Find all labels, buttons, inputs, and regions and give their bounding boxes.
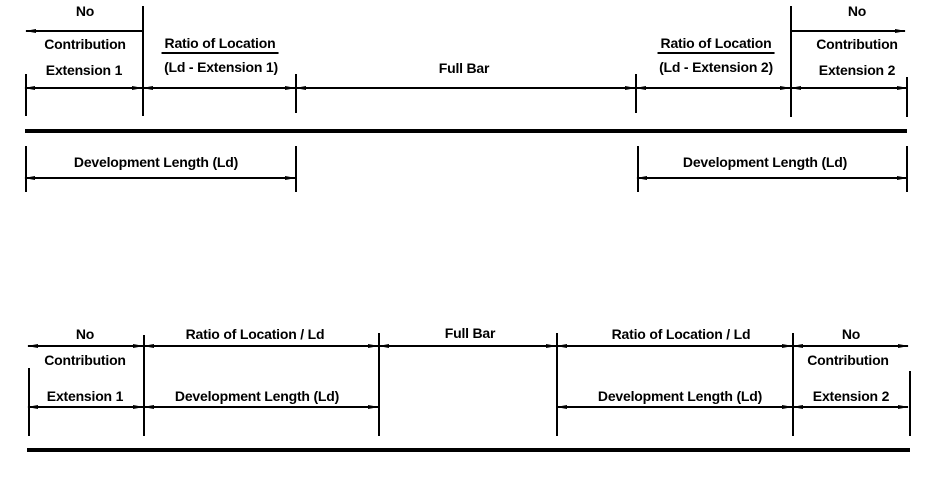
bottom-contribution-left-label: Contribution bbox=[44, 352, 126, 368]
bottom-boundary-line-3 bbox=[556, 333, 558, 436]
bottom-dim-dev-length-left bbox=[143, 404, 379, 409]
bottom-dim-extension-1 bbox=[27, 404, 144, 409]
top-dev-length-left-label: Development Length (Ld) bbox=[73, 154, 239, 170]
bottom-dim-ratio-left bbox=[143, 343, 379, 348]
top-no-left-label: No bbox=[75, 3, 95, 19]
top-devlen-ext-left-2 bbox=[295, 146, 297, 192]
top-dim-ratio-right bbox=[635, 85, 791, 90]
top-contribution-left-label: Contribution bbox=[44, 36, 126, 52]
top-full-bar-label: Full Bar bbox=[438, 60, 490, 76]
top-extension-1-label: Extension 1 bbox=[45, 62, 123, 78]
top-devlen-ext-right-1 bbox=[637, 146, 639, 192]
top-ext-line-mid-left bbox=[295, 74, 297, 113]
top-no-contribution-leader-left bbox=[25, 28, 142, 33]
bottom-dim-no-contribution-right bbox=[792, 343, 909, 348]
bottom-dev-length-left-label: Development Length (Ld) bbox=[174, 388, 340, 404]
bottom-full-bar-label: Full Bar bbox=[444, 325, 496, 341]
top-dim-ratio-left bbox=[142, 85, 296, 90]
bottom-dim-full-bar bbox=[378, 343, 557, 348]
top-ratio-left-sub: (Ld - Extension 1) bbox=[164, 59, 278, 75]
bottom-dim-extension-2 bbox=[792, 404, 909, 409]
bottom-contribution-right-label: Contribution bbox=[807, 352, 889, 368]
top-dev-length-right-label: Development Length (Ld) bbox=[682, 154, 848, 170]
bottom-dev-length-right-label: Development Length (Ld) bbox=[597, 388, 763, 404]
bottom-dim-no-contribution-left bbox=[27, 343, 144, 348]
top-ext-line-mid-right bbox=[635, 74, 637, 113]
top-devlen-ext-left-1 bbox=[25, 146, 27, 192]
bottom-rebar-line bbox=[27, 448, 910, 452]
top-ext-line-far-right bbox=[906, 77, 908, 117]
bottom-extension-1-label: Extension 1 bbox=[46, 388, 124, 404]
top-ratio-left-title: Ratio of Location bbox=[161, 36, 279, 54]
top-dim-dev-length-left bbox=[24, 175, 296, 180]
bottom-dim-dev-length-right bbox=[556, 404, 793, 409]
bottom-boundary-line-1 bbox=[143, 335, 145, 436]
top-no-contribution-leader-right bbox=[790, 28, 906, 33]
bottom-no-left-label: No bbox=[75, 326, 95, 342]
bottom-ratio-left-label: Ratio of Location / Ld bbox=[185, 326, 325, 342]
bottom-ext-line-far-left bbox=[28, 368, 30, 436]
bottom-ratio-right-label: Ratio of Location / Ld bbox=[611, 326, 751, 342]
top-ratio-right-title: Ratio of Location bbox=[657, 36, 775, 54]
top-ratio-right-sub: (Ld - Extension 2) bbox=[659, 59, 773, 75]
top-boundary-line-left bbox=[142, 6, 144, 116]
bottom-boundary-line-4 bbox=[792, 333, 794, 436]
top-extension-2-label: Extension 2 bbox=[818, 62, 896, 78]
bottom-boundary-line-2 bbox=[378, 333, 380, 436]
top-dim-extension-1 bbox=[24, 85, 143, 90]
top-dim-full-bar bbox=[295, 85, 636, 90]
top-dim-dev-length-right bbox=[636, 175, 908, 180]
bottom-no-right-label: No bbox=[841, 326, 861, 342]
top-rebar-line bbox=[25, 129, 907, 133]
top-ext-line-far-left bbox=[25, 74, 27, 116]
top-dim-extension-2 bbox=[790, 85, 908, 90]
top-contribution-right-label: Contribution bbox=[816, 36, 898, 52]
top-boundary-line-right bbox=[790, 6, 792, 117]
bottom-dim-ratio-right bbox=[556, 343, 793, 348]
bottom-extension-2-label: Extension 2 bbox=[812, 388, 890, 404]
top-no-right-label: No bbox=[847, 3, 867, 19]
bottom-ext-line-far-right bbox=[909, 371, 911, 436]
top-devlen-ext-right-2 bbox=[906, 146, 908, 192]
